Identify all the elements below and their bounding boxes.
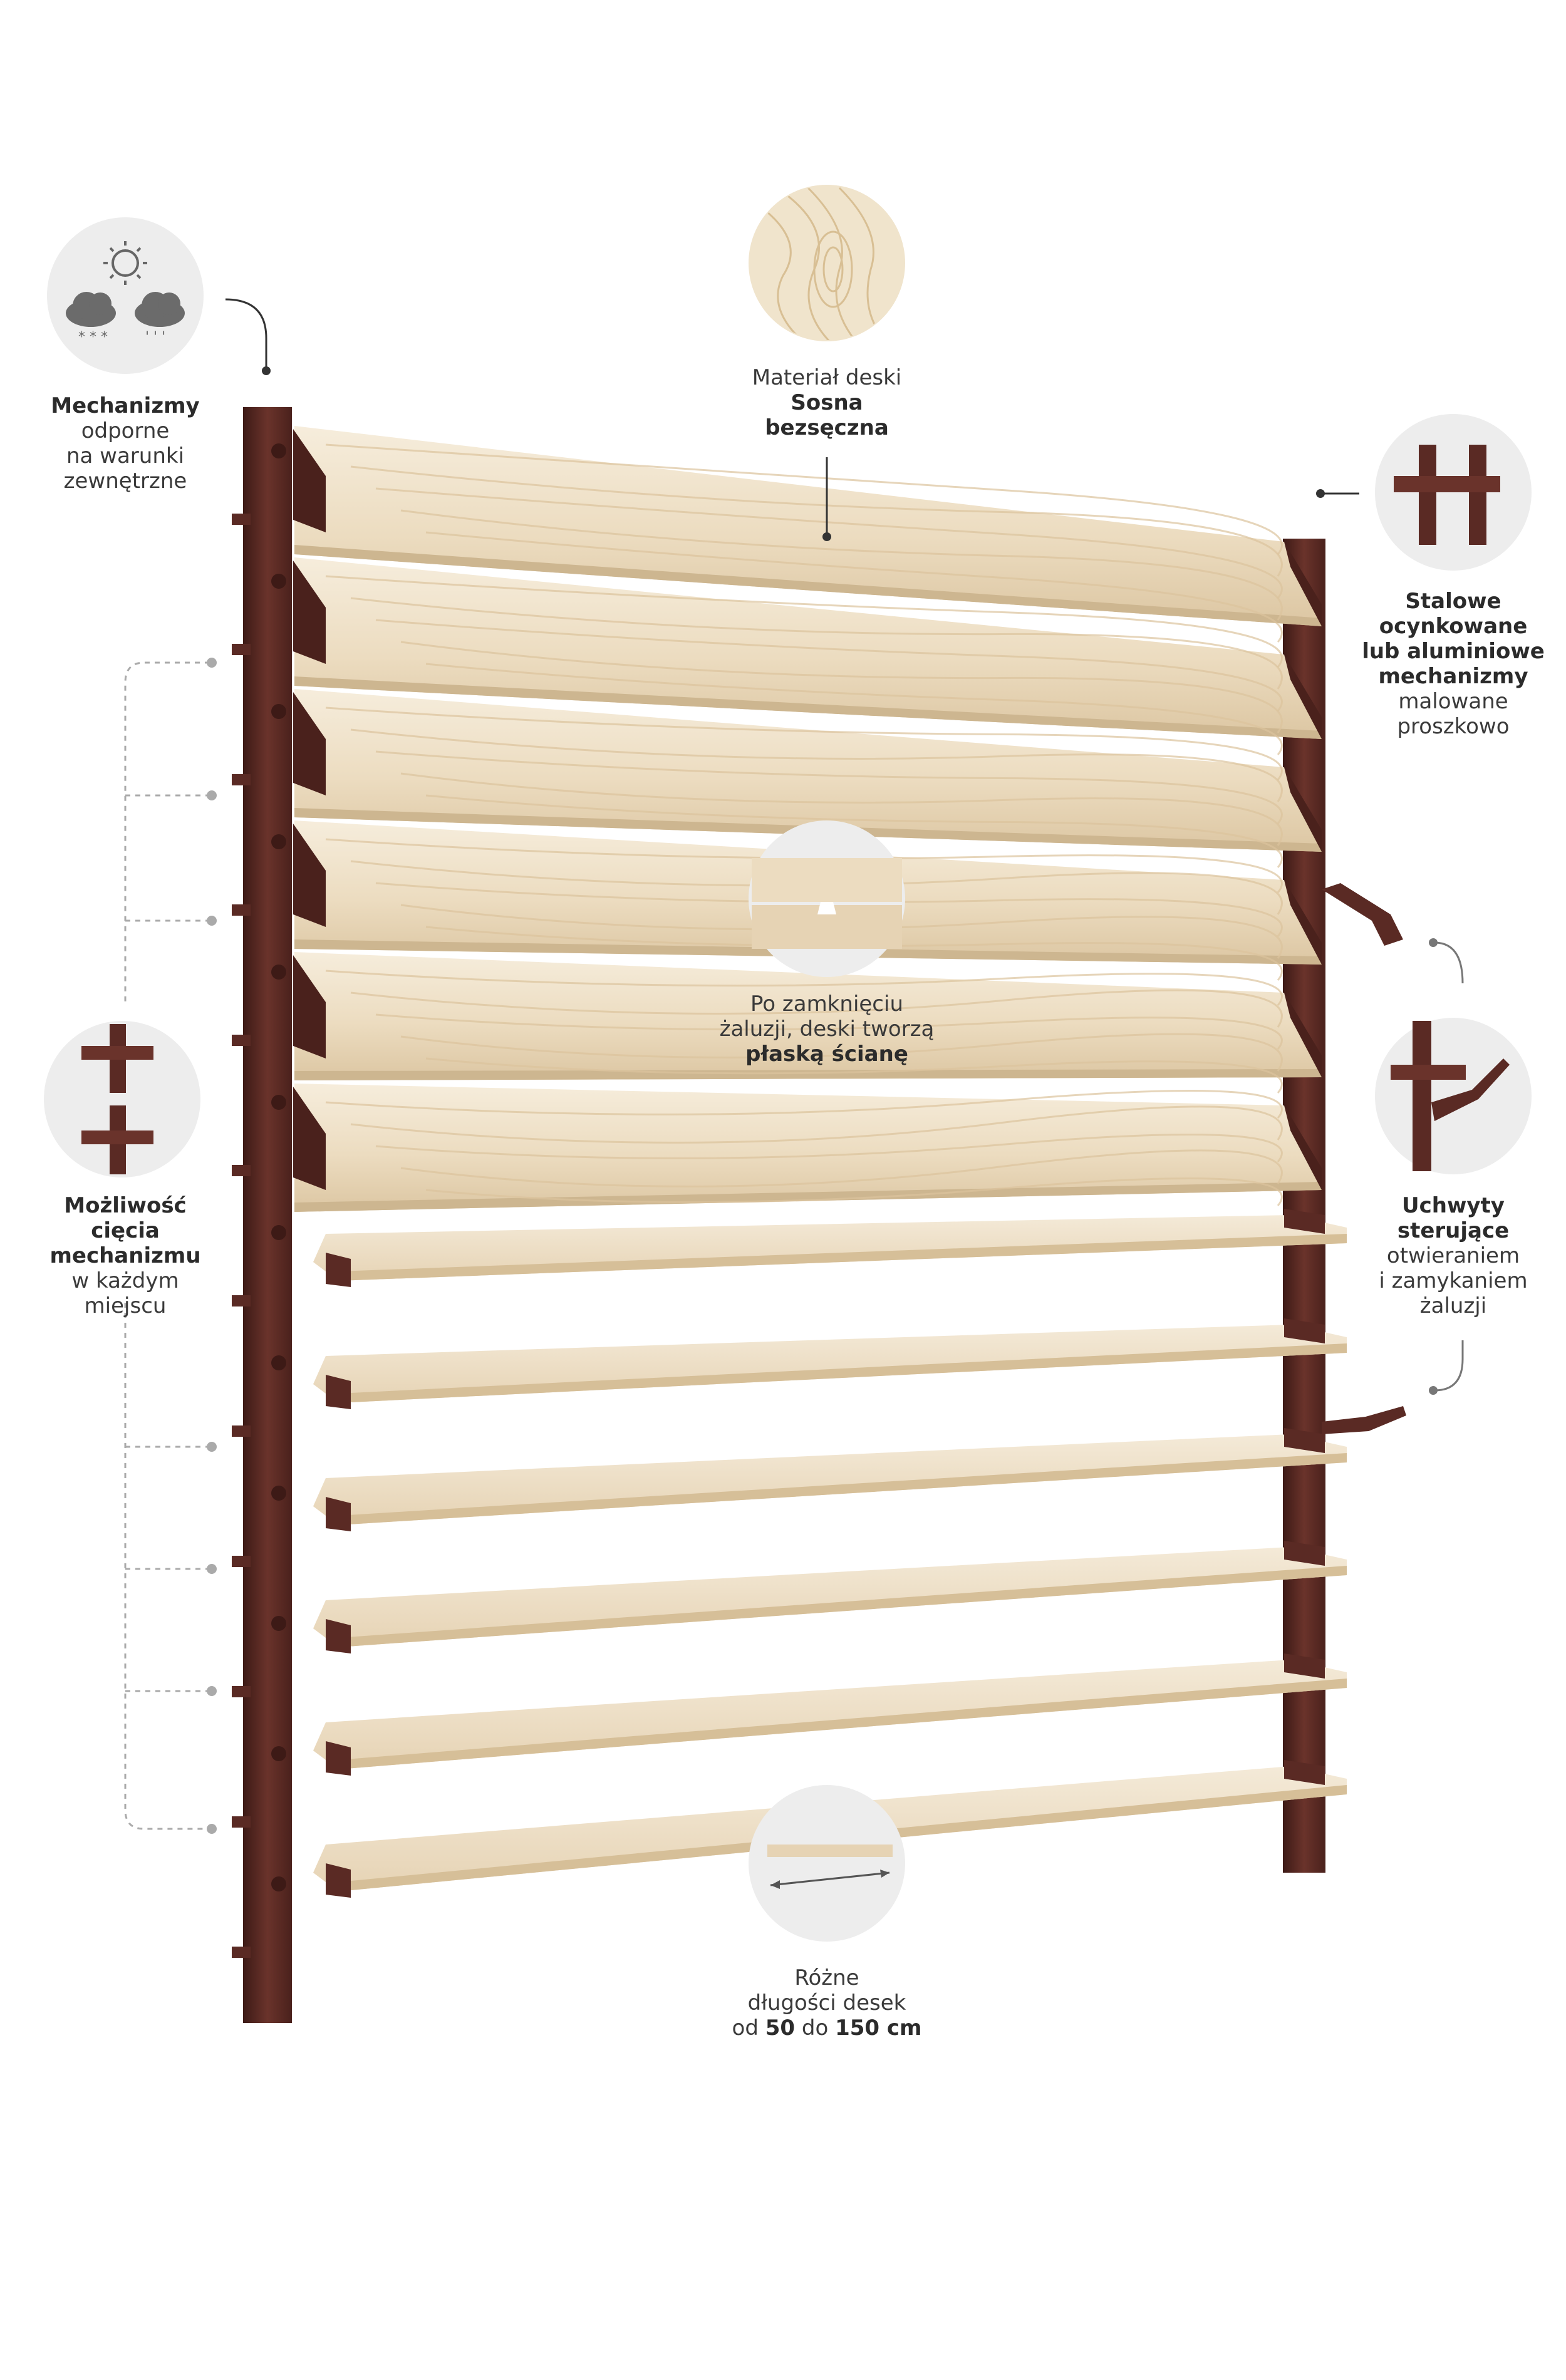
lengths-line-1: Różne <box>794 1965 859 1990</box>
handles-line-5: żaluzji <box>1419 1293 1487 1318</box>
lengths-label: Różne długości desek od 50 do 150 cm <box>689 1965 965 2041</box>
bracket-tab <box>232 1947 251 1958</box>
steel-line-5: malowane <box>1398 689 1508 714</box>
handles-connector-bottom <box>1434 1340 1464 1392</box>
open-board <box>313 1653 1347 1776</box>
weather-connector <box>225 298 267 370</box>
open-board <box>313 1318 1347 1409</box>
steel-label: Stalowe ocynkowane lub aluminiowe mechan… <box>1347 589 1560 739</box>
open-boards <box>313 1209 1347 1898</box>
cut-mechanism-icon <box>44 1021 200 1177</box>
bracket-tab <box>232 904 251 916</box>
steel-line-2: ocynkowane <box>1379 614 1528 639</box>
handles-line-2: sterujące <box>1397 1218 1510 1243</box>
lengths-line-3: od 50 do 150 cm <box>732 2015 922 2041</box>
board-length-icon <box>749 1785 905 1942</box>
flat-wall-line-3: płaską ścianę <box>745 1042 908 1067</box>
rivet <box>271 443 286 458</box>
sun-icon <box>103 241 147 285</box>
rivet <box>271 1876 286 1891</box>
svg-text:* * *: * * * <box>78 329 108 345</box>
weather-line-1: Mechanizmy <box>51 393 200 418</box>
cutting-dashes-top <box>124 661 210 1002</box>
brackets-icon <box>1375 414 1532 571</box>
cutting-line-5: miejscu <box>84 1293 167 1318</box>
snow-cloud-icon: * * * <box>66 292 116 345</box>
cutting-line-1: Możliwość <box>64 1193 187 1218</box>
closed-board <box>293 1084 1322 1212</box>
weather-line-4: zewnętrzne <box>63 468 187 494</box>
rivet <box>271 965 286 980</box>
weather-line-3: na warunki <box>66 443 185 468</box>
bracket-tab <box>232 1686 251 1697</box>
lengths-line-2: długości desek <box>747 1990 906 2015</box>
steel-line-4: mechanizmy <box>1378 664 1528 689</box>
wood-texture-icon <box>749 185 905 341</box>
open-board <box>313 1209 1347 1287</box>
closed-board <box>293 557 1322 755</box>
handles-line-3: otwieraniem <box>1386 1243 1520 1268</box>
closed-boards <box>293 426 1322 1212</box>
flat-wall-label: Po zamknięciu żaluzji, deski tworzą płas… <box>689 991 965 1067</box>
weather-icon-circle: * * * ' ' ' <box>47 217 204 374</box>
cutting-label: Możliwość cięcia mechanizmu w każdym mie… <box>25 1193 226 1318</box>
handles-connector-top <box>1434 941 1464 984</box>
svg-text:' ' ': ' ' ' <box>145 329 165 345</box>
bottom-handle <box>1322 1406 1406 1434</box>
handle-icon <box>1375 1018 1532 1174</box>
rivet <box>271 1225 286 1240</box>
rivet <box>271 574 286 589</box>
bracket-tab <box>232 774 251 785</box>
weather-label: Mechanizmy odporne na warunki zewnętrzne <box>25 393 226 494</box>
cutting-line-3: mechanizmu <box>49 1243 201 1268</box>
bracket-tab <box>232 644 251 655</box>
rivet <box>271 1746 286 1761</box>
closed-board <box>293 426 1322 643</box>
closed-board <box>293 952 1322 1094</box>
material-line-1: Materiał deski <box>752 365 902 390</box>
handles-line-4: i zamykaniem <box>1379 1268 1528 1293</box>
material-line-2: Sosna <box>791 390 863 415</box>
top-handle <box>1322 883 1403 946</box>
flat-wall-line-2: żaluzji, deski tworzą <box>719 1017 935 1042</box>
flat-wall-line-1: Po zamknięciu <box>750 991 903 1017</box>
bracket-tab <box>232 1556 251 1567</box>
right-post <box>1283 539 1325 1873</box>
rivet <box>271 1355 286 1370</box>
board-joint-icon <box>749 820 905 977</box>
left-brackets <box>232 443 286 1958</box>
bracket-tab <box>232 1035 251 1046</box>
bracket-tab <box>232 1165 251 1176</box>
open-board <box>313 1428 1347 1531</box>
handles-label: Uchwyty sterujące otwieraniem i zamykani… <box>1347 1193 1560 1318</box>
open-board <box>313 1541 1347 1653</box>
bracket-tab <box>232 1425 251 1437</box>
bracket-tab <box>232 1816 251 1828</box>
bracket-tab <box>232 514 251 525</box>
weather-line-2: odporne <box>81 418 170 443</box>
cutting-line-4: w każdym <box>71 1268 179 1293</box>
rain-cloud-icon: ' ' ' <box>135 292 185 345</box>
rivet <box>271 704 286 719</box>
handles-line-1: Uchwyty <box>1402 1193 1505 1218</box>
rivet <box>271 1616 286 1631</box>
rivet <box>271 1486 286 1501</box>
material-label: Materiał deski Sosna bezsęczna <box>702 365 952 440</box>
rivet <box>271 834 286 849</box>
cutting-dashes-bottom <box>124 1303 210 1830</box>
material-line-3: bezsęczna <box>765 415 889 440</box>
steel-line-6: proszkowo <box>1397 714 1510 739</box>
steel-line-1: Stalowe <box>1405 589 1501 614</box>
bracket-tab <box>232 1295 251 1306</box>
rivet <box>271 1095 286 1110</box>
cutting-line-2: cięcia <box>91 1218 160 1243</box>
steel-line-3: lub aluminiowe <box>1362 639 1545 664</box>
